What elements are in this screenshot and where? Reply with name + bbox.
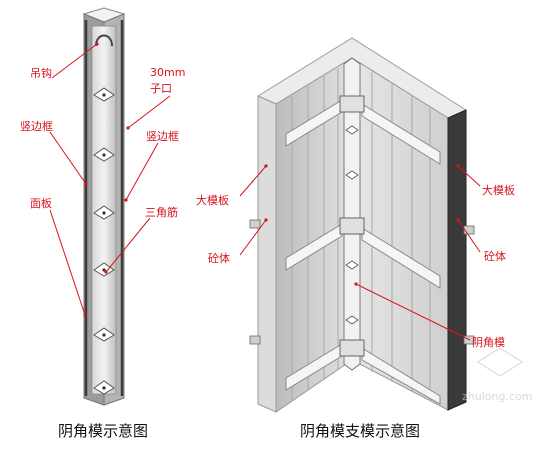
watermark-logo	[476, 347, 524, 377]
label-triangle-rib: 三角筋	[145, 205, 178, 219]
walers-left	[285, 99, 343, 391]
inner-corner-form	[343, 57, 361, 371]
left-leader-arrows	[83, 42, 130, 317]
left-leaders	[49, 43, 171, 316]
inner-corner-form-figure	[82, 7, 126, 406]
caption-left: 阴角模示意图	[58, 422, 148, 440]
rib-bolts	[102, 93, 106, 390]
watermark-text: zhulong.com	[462, 390, 532, 403]
label-vertical-frame-left: 竖边框	[20, 120, 53, 133]
large-panel-right-edge	[447, 109, 467, 411]
label-concrete-right: 砼体	[484, 249, 506, 263]
label-large-panel-right: 大模板	[482, 183, 515, 197]
corner-clamps	[339, 95, 365, 357]
right-leader-arrows	[264, 164, 460, 286]
caption-right: 阴角模支模示意图	[300, 422, 420, 440]
label-opening: 子口	[150, 82, 172, 95]
corner-assembly-figure	[249, 37, 475, 413]
label-vertical-frame-right: 竖边框	[146, 130, 179, 143]
label-inner-corner-form: 阴角模	[472, 336, 505, 349]
watermark: zhulong.com	[462, 347, 532, 403]
label-large-panel-left: 大模板	[196, 193, 229, 207]
label-opening-size: 30mm	[150, 66, 185, 79]
large-panel-left-edge	[257, 95, 277, 413]
label-hook: 吊钩	[30, 66, 52, 80]
label-concrete-left: 砼体	[208, 251, 230, 265]
right-leaders	[239, 165, 481, 341]
left-panel-ribs	[291, 68, 339, 400]
label-panel: 面板	[30, 196, 52, 210]
